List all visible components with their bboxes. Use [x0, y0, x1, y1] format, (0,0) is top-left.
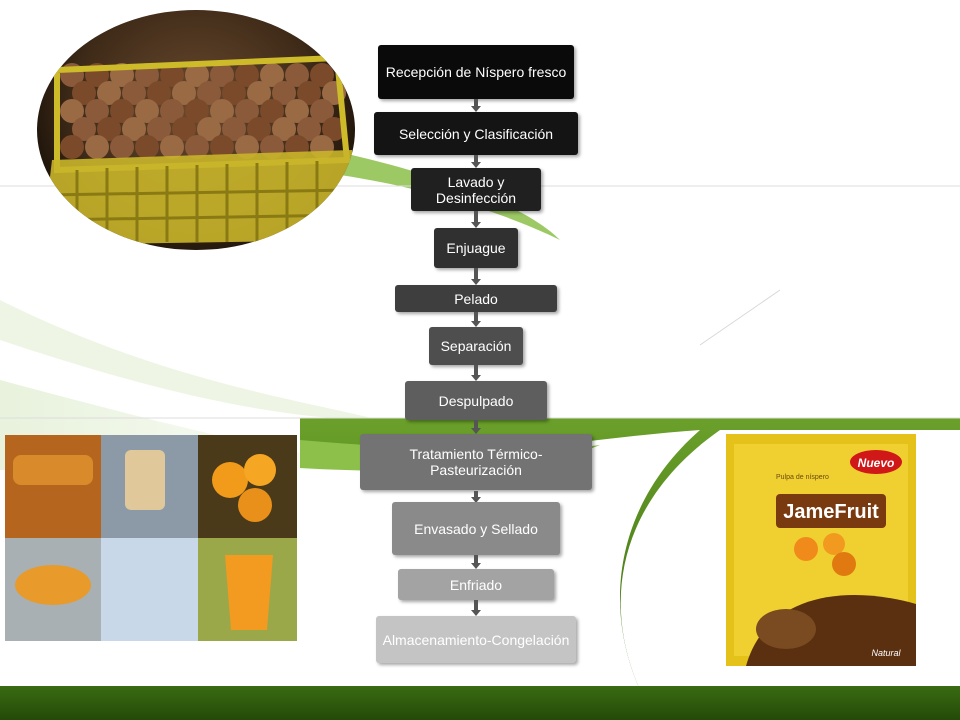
flow-step: Envasado y Sellado	[392, 502, 560, 555]
medlar-fruit	[235, 99, 259, 123]
medlar-fruit	[185, 135, 209, 159]
medlar-fruit	[110, 135, 134, 159]
medlar-fruit	[272, 117, 296, 141]
medlar-fruit	[197, 81, 221, 105]
package-footer-text: Natural	[871, 648, 901, 658]
medlar-fruit	[222, 81, 246, 105]
medlar-fruit	[197, 117, 221, 141]
flow-step: Almacenamiento-Congelación	[376, 616, 576, 663]
flow-arrow	[471, 420, 481, 434]
medlar-fruit	[235, 63, 259, 87]
flow-step: Recepción de Níspero fresco	[378, 45, 574, 99]
flow-step: Separación	[429, 327, 523, 365]
medlar-fruit	[310, 99, 334, 123]
medlar-fruit	[247, 117, 271, 141]
medlar-fruit	[247, 81, 271, 105]
medlar-fruit	[85, 99, 109, 123]
medlar-fruit	[135, 99, 159, 123]
medlar-fruit	[147, 81, 171, 105]
flow-step: Lavado y Desinfección	[411, 168, 541, 211]
medlar-fruit	[210, 99, 234, 123]
package-badge: Nuevo	[858, 456, 895, 470]
medlar-fruit	[260, 63, 284, 87]
flow-arrow	[471, 490, 481, 503]
medlar-fruit	[122, 81, 146, 105]
medlar-fruit	[135, 135, 159, 159]
flow-step: Enfriado	[398, 569, 554, 600]
flow-arrow	[471, 312, 481, 327]
medlar-fruit	[60, 99, 84, 123]
jamefruit-package-photo: Nuevo Pulpa de níspero JameFruit Natural	[726, 434, 916, 666]
medlar-fruit	[97, 117, 121, 141]
medlar-fruit	[172, 117, 196, 141]
medlar-fruit	[210, 135, 234, 159]
medlar-fruit	[272, 81, 296, 105]
medlar-fruit	[297, 117, 321, 141]
flow-step: Pelado	[395, 285, 557, 312]
flow-step: Selección y Clasificación	[374, 112, 578, 155]
medlar-fruit	[185, 63, 209, 87]
medlar-fruit	[60, 135, 84, 159]
medlar-fruit	[85, 135, 109, 159]
medlar-fruit	[97, 81, 121, 105]
medlar-fruit	[110, 99, 134, 123]
medlar-fruit	[322, 117, 346, 141]
package-brand: JameFruit	[783, 501, 879, 523]
footer-bar	[0, 686, 960, 720]
medlar-fruit	[122, 117, 146, 141]
medlar-fruit	[160, 63, 184, 87]
flow-arrow	[471, 600, 481, 616]
pulp-products-collage	[5, 435, 297, 641]
medlar-fruit	[185, 99, 209, 123]
medlar-fruit	[147, 117, 171, 141]
medlar-fruit	[297, 81, 321, 105]
medlar-fruit	[260, 99, 284, 123]
flow-arrow	[471, 99, 481, 112]
flow-step: Tratamiento Térmico-Pasteurización	[360, 434, 592, 490]
medlar-fruit	[222, 117, 246, 141]
medlar-fruit	[160, 135, 184, 159]
medlar-fruit	[310, 63, 334, 87]
medlar-fruit	[160, 99, 184, 123]
flow-step: Despulpado	[405, 381, 547, 420]
flow-arrow	[471, 365, 481, 381]
medlar-fruit	[285, 99, 309, 123]
medlar-fruit	[72, 81, 96, 105]
medlar-fruit	[285, 63, 309, 87]
medlar-fruit	[210, 63, 234, 87]
medlar-fruit	[172, 81, 196, 105]
flow-arrow	[471, 211, 481, 228]
flow-arrow	[471, 268, 481, 285]
package-subtitle: Pulpa de níspero	[776, 474, 829, 481]
medlar-basket-photo	[37, 10, 355, 250]
medlar-fruit	[235, 135, 259, 159]
flow-arrow	[471, 155, 481, 168]
flow-arrow	[471, 555, 481, 569]
flow-step: Enjuague	[434, 228, 518, 268]
medlar-fruit	[72, 117, 96, 141]
